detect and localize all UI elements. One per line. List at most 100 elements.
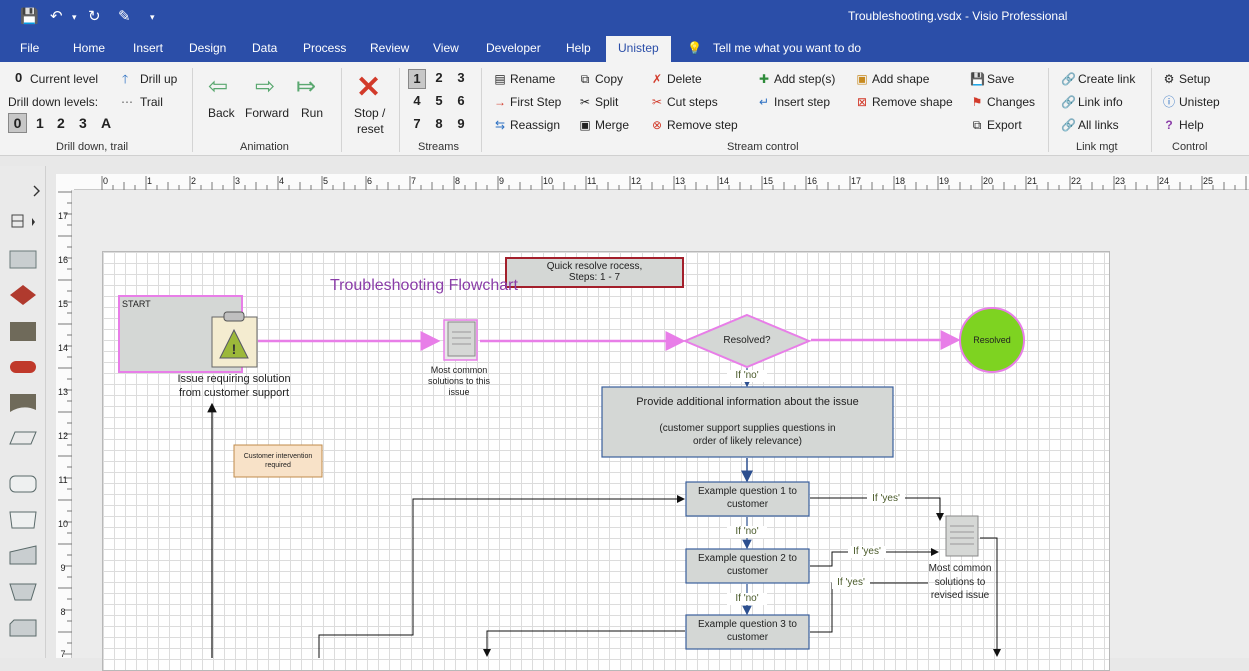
touch-mode-icon[interactable]: ✎ [118, 8, 131, 26]
unistep-button[interactable]: Unistep [1179, 95, 1220, 109]
tab-design[interactable]: Design [189, 41, 226, 55]
copy-button[interactable]: Copy [595, 72, 623, 86]
decision-shape-icon[interactable] [10, 285, 36, 305]
quick-resolve-text-2: Steps: 1 - 7 [506, 272, 683, 283]
stream-4-button[interactable]: 4 [408, 92, 426, 110]
ruler-label: 9 [499, 175, 511, 187]
forward-button[interactable]: Forward [245, 106, 289, 120]
stream-5-button[interactable]: 5 [430, 92, 448, 110]
data-shape-icon[interactable] [10, 432, 36, 444]
help-icon: ? [1162, 118, 1176, 132]
drill-down-levels-label: Drill down levels: [8, 95, 98, 109]
process-shape-icon[interactable] [10, 251, 36, 268]
expand-panel-icon[interactable] [34, 186, 39, 196]
ruler-label: 18 [895, 175, 909, 187]
copy-icon: ⧉ [578, 72, 592, 86]
add-steps-button[interactable]: Add step(s) [774, 72, 835, 86]
terminator-shape-icon[interactable] [10, 361, 36, 373]
help-button[interactable]: Help [1179, 118, 1204, 132]
stop-reset-button-line2[interactable]: reset [357, 122, 384, 136]
insert-step-button[interactable]: Insert step [774, 95, 830, 109]
manual-input-shape-icon[interactable] [10, 546, 36, 564]
undo-icon[interactable]: ↶ [50, 8, 63, 26]
stencil-icon[interactable] [12, 215, 35, 227]
run-button[interactable]: Run [301, 106, 323, 120]
question-1-text-2: customer [686, 499, 809, 511]
stream-2-button[interactable]: 2 [430, 69, 448, 87]
link-info-button[interactable]: Link info [1078, 95, 1123, 109]
subprocess-shape-icon[interactable] [10, 322, 36, 341]
level-1-button[interactable]: 1 [36, 115, 44, 131]
tab-unistep[interactable]: Unistep [606, 36, 671, 62]
trail-button[interactable]: Trail [140, 95, 163, 109]
loop-shape-icon[interactable] [10, 512, 36, 528]
remove-step-button[interactable]: Remove step [667, 118, 738, 132]
stream-6-button[interactable]: 6 [452, 92, 470, 110]
level-2-button[interactable]: 2 [57, 115, 65, 131]
ruler-label: 17 [57, 210, 69, 222]
storage-shape-icon[interactable] [10, 476, 36, 492]
level-a-button[interactable]: A [101, 115, 111, 131]
first-step-button[interactable]: First Step [510, 95, 561, 109]
cut-steps-button[interactable]: Cut steps [667, 95, 718, 109]
export-button[interactable]: Export [987, 118, 1022, 132]
ruler-label: 23 [1115, 175, 1129, 187]
stream-7-button[interactable]: 7 [408, 115, 426, 133]
ruler-label: 16 [807, 175, 821, 187]
delete-button[interactable]: Delete [667, 72, 702, 86]
stop-icon: ✕ [356, 70, 381, 105]
ruler-label: 14 [57, 342, 69, 354]
level-3-button[interactable]: 3 [79, 115, 87, 131]
save-button[interactable]: Save [987, 72, 1014, 86]
tab-home[interactable]: Home [73, 41, 105, 55]
tab-view[interactable]: View [433, 41, 459, 55]
tab-review[interactable]: Review [370, 41, 409, 55]
customize-qat-icon[interactable]: ▾ [150, 8, 155, 26]
rename-button[interactable]: Rename [510, 72, 555, 86]
if-yes-label: If 'yes' [848, 546, 886, 558]
add-steps-icon: ✚ [757, 72, 771, 86]
save-icon[interactable]: 💾 [20, 8, 39, 26]
trail-icon: ⋯ [121, 95, 133, 109]
tab-insert[interactable]: Insert [133, 41, 163, 55]
all-links-button[interactable]: All links [1078, 118, 1119, 132]
tell-me-search[interactable]: Tell me what you want to do [713, 41, 861, 55]
create-link-button[interactable]: Create link [1078, 72, 1135, 86]
if-yes-label: If 'yes' [867, 493, 905, 505]
back-button[interactable]: Back [208, 106, 235, 120]
document-shape-icon[interactable] [10, 394, 36, 412]
add-shape-button[interactable]: Add shape [872, 72, 929, 86]
current-level-label: Current level [30, 72, 98, 86]
stream-1-button[interactable]: 1 [408, 69, 426, 89]
undo-dropdown-icon[interactable]: ▾ [72, 8, 77, 26]
redo-icon[interactable]: ↻ [88, 8, 101, 26]
drill-up-button[interactable]: Drill up [140, 72, 177, 86]
tab-data[interactable]: Data [252, 41, 277, 55]
changes-button[interactable]: Changes [987, 95, 1035, 109]
ruler-label: 12 [57, 430, 69, 442]
setup-button[interactable]: Setup [1179, 72, 1210, 86]
vertical-ruler: 17 16 15 14 13 12 11 10 9 8 7 [56, 190, 72, 658]
stream-control-group-label: Stream control [727, 141, 799, 153]
stream-9-button[interactable]: 9 [452, 115, 470, 133]
most-common-label-3: issue [414, 387, 504, 398]
remove-shape-button[interactable]: Remove shape [872, 95, 953, 109]
tab-process[interactable]: Process [303, 41, 346, 55]
tab-file[interactable]: File [20, 41, 39, 55]
question-3-text-1: Example question 3 to [686, 619, 809, 631]
ruler-label: 19 [939, 175, 953, 187]
stream-8-button[interactable]: 8 [430, 115, 448, 133]
ruler-label: 15 [763, 175, 777, 187]
card-shape-icon[interactable] [10, 620, 36, 636]
level-0-button[interactable]: 0 [8, 113, 27, 133]
horizontal-ruler: 0 1 2 3 4 5 6 7 8 9 10 11 12 13 14 15 16… [74, 174, 1249, 190]
ruler-label: 5 [323, 175, 335, 187]
reassign-button[interactable]: Reassign [510, 118, 560, 132]
split-button[interactable]: Split [595, 95, 618, 109]
stop-reset-button-line1[interactable]: Stop / [354, 106, 385, 120]
tab-developer[interactable]: Developer [486, 41, 541, 55]
manual-operation-shape-icon[interactable] [10, 584, 36, 600]
tab-help[interactable]: Help [566, 41, 591, 55]
stream-3-button[interactable]: 3 [452, 69, 470, 87]
merge-button[interactable]: Merge [595, 118, 629, 132]
